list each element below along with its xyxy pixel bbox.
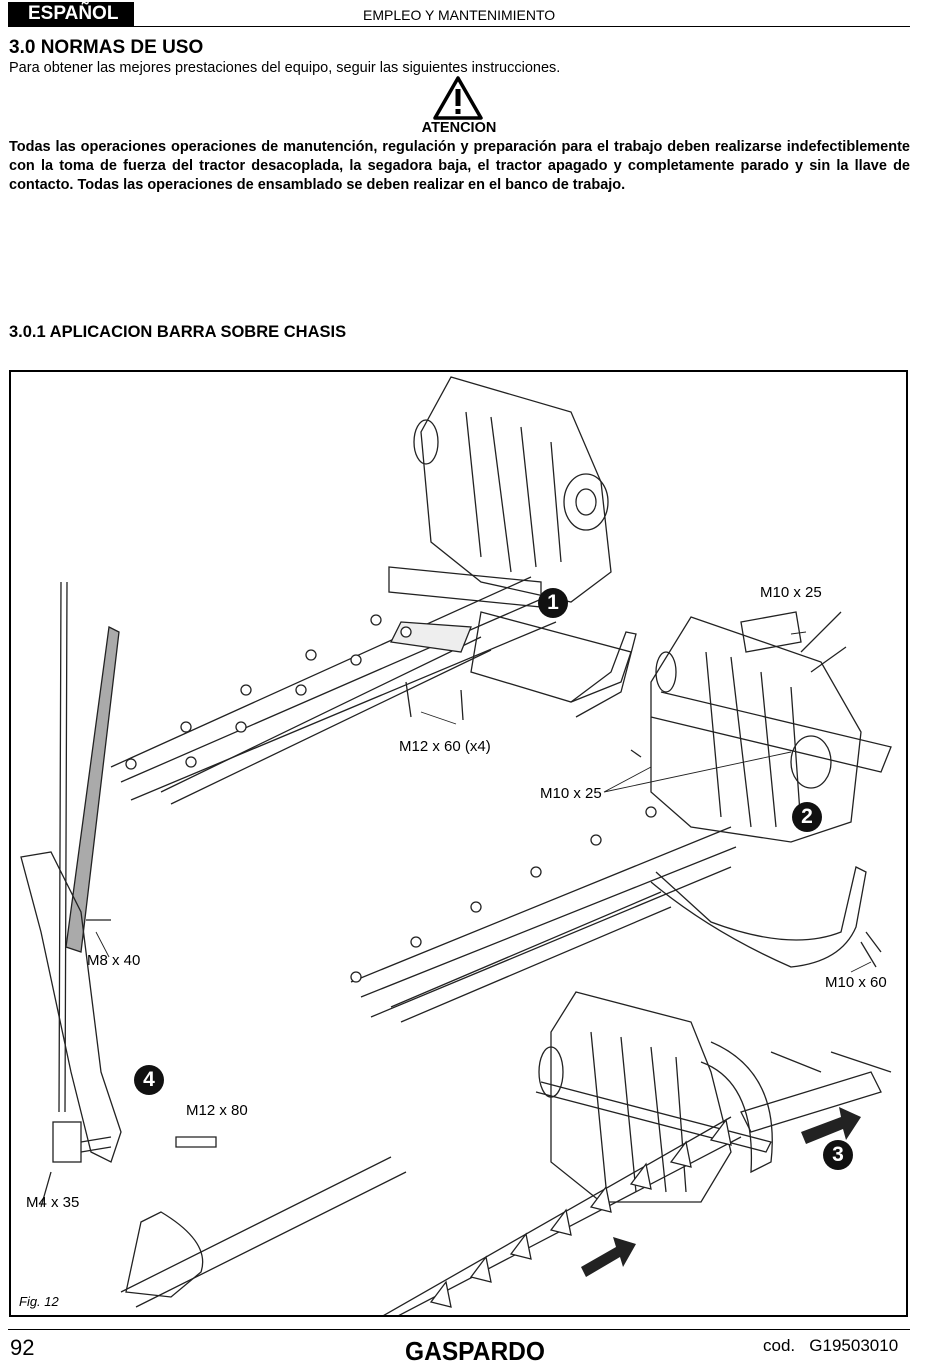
footer-divider <box>8 1329 910 1330</box>
brand-logo: GASPARDO <box>405 1336 545 1365</box>
subsection-title: 3.0.1 APLICACION BARRA SOBRE CHASIS <box>9 323 347 341</box>
label-m8x40: M8 x 40 <box>87 952 141 969</box>
label-m10x25-top: M10 x 25 <box>760 584 822 601</box>
label-m4x35: M4 x 35 <box>26 1194 80 1211</box>
page-number: 92 <box>10 1335 35 1360</box>
header-section-title: EMPLEO Y MANTENIMIENTO <box>363 7 556 23</box>
assembly-figure: M10 x 25 M12 x 60 (x4) M10 x 25 M10 x 60… <box>9 370 908 1317</box>
bolts <box>40 611 892 1208</box>
document-code: cod. G19503010 <box>763 1336 899 1355</box>
label-m12x80: M12 x 80 <box>186 1102 248 1119</box>
knife-bar-2 <box>350 806 877 1023</box>
step-badge-4: 4 <box>134 1065 164 1095</box>
section-title: 3.0 NORMAS DE USO <box>9 37 204 58</box>
step-badge-1: 1 <box>538 588 568 618</box>
assembly-drawing <box>20 376 892 1315</box>
warning-label: ATENCION <box>421 120 497 136</box>
frame-assembly-1 <box>388 376 637 718</box>
step-badge-3: 3 <box>823 1140 853 1170</box>
leader-lines <box>95 631 872 973</box>
warning-text: Todas las operaciones operaciones de man… <box>9 139 910 193</box>
label-m12x60: M12 x 60 (x4) <box>399 738 491 755</box>
label-m10x25-mid: M10 x 25 <box>540 785 602 802</box>
section-intro: Para obtener las mejores prestaciones de… <box>9 60 561 76</box>
language-tag: ESPAÑOL <box>8 2 134 26</box>
label-m10x60: M10 x 60 <box>825 974 887 991</box>
direction-arrows <box>581 1107 861 1277</box>
step-badge-2: 2 <box>792 802 822 832</box>
svg-text:GASPARDO: GASPARDO <box>405 1336 545 1365</box>
frame-assembly-3 <box>535 991 773 1203</box>
header-divider <box>8 26 910 27</box>
frame-assembly-2 <box>650 611 892 968</box>
divider-pole <box>20 581 122 1163</box>
knife-bar-1 <box>110 576 557 805</box>
figure-caption: Fig. 12 <box>19 1294 59 1309</box>
warning-triangle-icon <box>433 76 483 120</box>
knife-bar-3 <box>120 1071 882 1315</box>
